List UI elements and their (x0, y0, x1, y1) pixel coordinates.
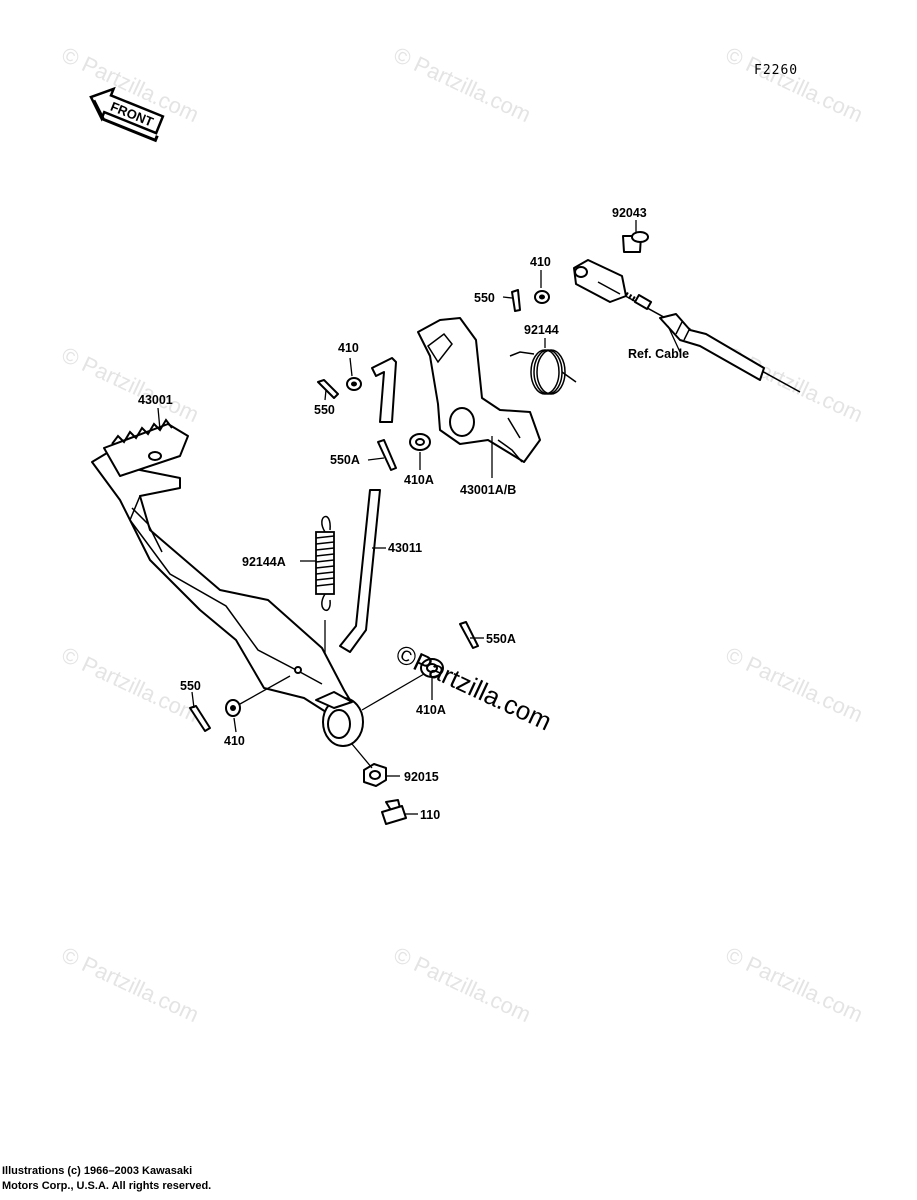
washer-410-top (534, 290, 550, 304)
watermark-layer: © Partzilla.com © Partzilla.com © Partzi… (58, 42, 867, 1027)
cable-housing (659, 313, 765, 381)
brake-pedal (91, 418, 364, 747)
label-92043: 92043 (612, 206, 647, 220)
cotter-pin-550A-low (459, 621, 479, 649)
copyright-line-1: Illustrations (c) 1966–2003 Kawasaki (2, 1165, 193, 1177)
washer-410A-low (420, 658, 444, 678)
label-ref-cable: Ref. Cable (628, 347, 689, 361)
torsion-spring (509, 349, 577, 395)
cotter-pin-550A-mid (377, 439, 397, 471)
clevis (573, 259, 627, 303)
washer-410-mid (346, 377, 362, 391)
watermark: © Partzilla.com (722, 942, 867, 1027)
watermark-center: ©Partzilla.com (391, 638, 556, 736)
label-410-low: 410 (224, 734, 245, 748)
brake-rod (339, 489, 381, 653)
label-92015: 92015 (404, 770, 439, 784)
label-550-top: 550 (474, 291, 495, 305)
leader-lines (157, 220, 681, 815)
label-550A-low: 550A (486, 632, 516, 646)
label-43001: 43001 (138, 393, 173, 407)
clevis-pin (622, 231, 649, 253)
label-550A-mid: 550A (330, 453, 360, 467)
watermark: © Partzilla.com (390, 42, 535, 127)
nut-92015 (363, 763, 387, 787)
label-43001AB: 43001A/B (460, 483, 516, 497)
threaded-rod (610, 283, 653, 310)
label-43011: 43011 (388, 541, 422, 555)
label-92144A: 92144A (242, 555, 286, 569)
watermark: © Partzilla.com (722, 42, 867, 127)
washer-410-low (225, 699, 241, 717)
label-550-low: 550 (180, 679, 201, 693)
cotter-pin-550-top (511, 289, 521, 312)
figure-code: F2260 (754, 63, 798, 78)
label-410-top: 410 (530, 255, 551, 269)
washer-to-pedal-line (361, 673, 425, 711)
pivot-axis-line (351, 743, 373, 769)
return-spring (315, 515, 335, 611)
cotter-pin-550-mid (317, 379, 339, 399)
label-410A-mid: 410A (404, 473, 434, 487)
copyright-notice: Illustrations (c) 1966–2003 Kawasaki Mot… (2, 1164, 211, 1194)
bolt-110 (381, 799, 407, 825)
label-410A-low: 410A (416, 703, 446, 717)
watermark: © Partzilla.com (58, 942, 203, 1027)
label-410-mid: 410 (338, 341, 359, 355)
l-shaped-rod (371, 357, 397, 423)
label-110: 110 (420, 808, 440, 822)
washer-410A-mid (409, 433, 431, 451)
watermark: © Partzilla.com (390, 942, 535, 1027)
washer-to-pedal-line-low (239, 675, 291, 705)
watermark: © Partzilla.com (58, 342, 203, 427)
brake-lever-arm (417, 317, 541, 463)
watermark: © Partzilla.com (722, 642, 867, 727)
copyright-line-2: Motors Corp., U.S.A. All rights reserved… (2, 1180, 212, 1192)
label-550-mid: 550 (314, 403, 335, 417)
label-92144: 92144 (524, 323, 559, 337)
watermark: © Partzilla.com (722, 342, 867, 427)
